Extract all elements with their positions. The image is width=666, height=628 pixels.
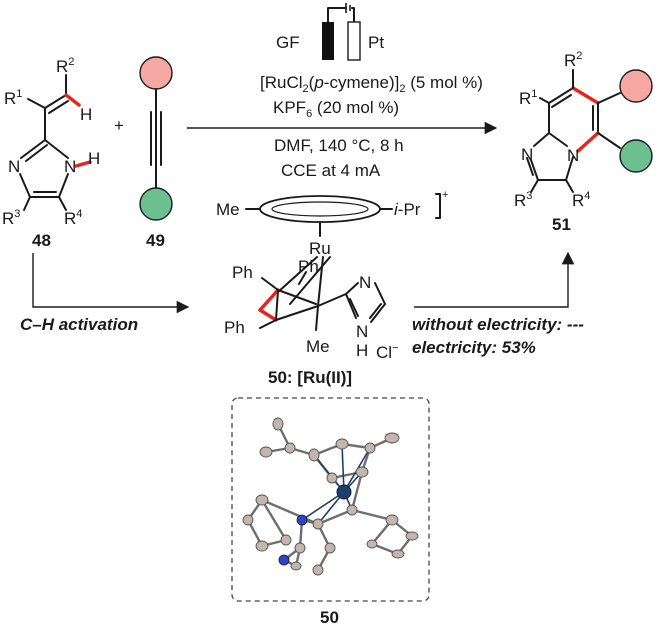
intermediate-50: Me i-Pr + Ru Ph Ph Ph Me N N H Cl− 50: xyxy=(216,189,448,387)
ortep-drawing xyxy=(242,417,419,576)
ring-nh-label: N xyxy=(64,157,76,176)
product-r1-label: R1 xyxy=(519,88,537,108)
electro-oxidation-arrow xyxy=(414,251,575,308)
product-ring-n-label: N xyxy=(521,145,533,164)
cyclopropene-bond-upper xyxy=(258,288,280,312)
intermediate-50-label: 50: [Ru(II)] xyxy=(268,368,352,387)
nitrogen-atom-2 xyxy=(278,554,290,566)
chloride-label: Cl− xyxy=(376,342,399,362)
product-r3-label: R3 xyxy=(514,190,532,210)
crystal-structure-frame xyxy=(231,397,430,602)
compound-48-label: 48 xyxy=(32,231,51,250)
c-h-activation-label: C–H activation xyxy=(20,315,138,334)
compound-49: 49 xyxy=(139,56,173,250)
product-r2-label: R2 xyxy=(564,50,582,70)
phenyl-label-2: Ph xyxy=(298,257,319,276)
compound-48: R1 R2 H N N H R3 R4 48 xyxy=(2,56,100,250)
c-h-activation-arrow xyxy=(32,253,190,314)
phenyl-label-1: Ph xyxy=(232,263,253,282)
complex-charge: + xyxy=(442,189,448,201)
reactive-n-h-bond xyxy=(74,160,92,168)
new-c-n-bond xyxy=(576,131,600,153)
crystal-structure-panel: 50 xyxy=(231,397,430,627)
plus-sign: + xyxy=(114,116,124,135)
product-green-substituent xyxy=(619,139,653,173)
nitrogen-atom-1 xyxy=(296,514,308,526)
with-electricity-label: electricity: 53% xyxy=(412,338,536,357)
product-bridgehead-n-label: N xyxy=(567,146,579,165)
cce-line: CCE at 4 mA xyxy=(281,161,381,180)
bridge-methyl-label: Me xyxy=(306,337,330,356)
imidazole-nh-label: N xyxy=(356,322,368,341)
imidazole-n-label: N xyxy=(359,273,371,292)
r2-label: R2 xyxy=(56,56,74,76)
cymene-ring xyxy=(259,195,381,223)
gf-label: GF xyxy=(276,33,300,52)
additive-line: KPF6 (20 mol %) xyxy=(273,98,399,120)
crystal-structure-label: 50 xyxy=(320,608,339,627)
product-red-substituent xyxy=(619,69,653,103)
reactive-c-h-bond xyxy=(64,93,81,107)
ruthenium-label: Ru xyxy=(309,239,331,258)
cymene-isopropyl-label: i-Pr xyxy=(394,200,421,219)
alkyne-green-substituent xyxy=(139,187,173,221)
compound-51: R2 R1 N N R3 R4 51 xyxy=(514,50,653,234)
new-c-c-bond xyxy=(571,86,600,105)
compound-49-label: 49 xyxy=(146,231,165,250)
catalyst-line: [RuCl2(p-cymene)]2 (5 mol %) xyxy=(260,73,483,95)
r3-label: R3 xyxy=(2,208,20,228)
ruthenium-atom xyxy=(336,484,352,500)
product-r4-label: R4 xyxy=(572,190,590,210)
electrochemical-cell: GF Pt xyxy=(276,3,384,61)
reaction-conditions: [RuCl2(p-cymene)]2 (5 mol %) KPF6 (20 mo… xyxy=(260,73,483,180)
cymene-methyl-label: Me xyxy=(216,200,240,219)
graphite-felt-electrode xyxy=(322,22,334,60)
ring-n-label: N xyxy=(8,157,20,176)
without-electricity-label: without electricity: --- xyxy=(412,315,584,334)
solvent-temp-line: DMF, 140 °C, 8 h xyxy=(274,136,404,155)
r1-label: R1 xyxy=(4,88,22,108)
compound-51-label: 51 xyxy=(552,215,571,234)
vinyl-h-label: H xyxy=(80,105,92,124)
platinum-electrode xyxy=(347,21,361,61)
r4-label: R4 xyxy=(64,208,82,228)
cell-wire-left xyxy=(327,7,347,23)
pt-label: Pt xyxy=(368,33,384,52)
cell-wire-right xyxy=(351,7,355,23)
cyclopropene-bond-lower xyxy=(258,308,278,322)
imidazole-h-label: H xyxy=(356,341,368,360)
alkyne-red-substituent xyxy=(139,56,173,90)
phenyl-label-3: Ph xyxy=(224,318,245,337)
nh-h-label: H xyxy=(88,149,100,168)
